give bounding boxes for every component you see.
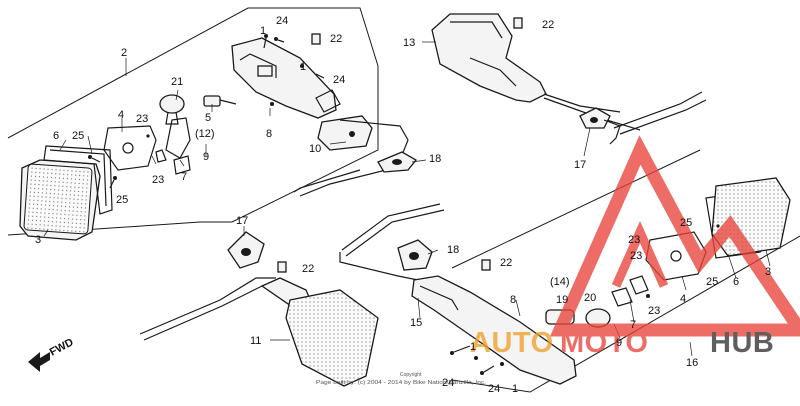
callout-7: 7 [630, 319, 636, 331]
callout-23: 23 [628, 234, 640, 246]
callout-15: 15 [410, 317, 422, 329]
callout-6: 6 [733, 276, 739, 288]
right-reflector-4b [645, 231, 707, 281]
callout-24: 24 [488, 383, 500, 395]
callout-25: 25 [116, 194, 128, 206]
callout-25: 25 [72, 130, 84, 142]
callout-18: 18 [447, 244, 459, 256]
screw-set-lower [450, 345, 504, 375]
copyright-note: Copyright Page built by: (c) 2004 - 2014… [316, 372, 486, 386]
callout-8: 8 [510, 294, 516, 306]
screw-set-upper [263, 33, 325, 79]
callout-3: 3 [765, 266, 771, 278]
watermark-moto: MOTO [560, 327, 648, 359]
callout-9: 9 [616, 337, 622, 349]
callout-22: 22 [330, 33, 342, 45]
callout-11: 11 [250, 335, 261, 347]
callout-8: 8 [266, 128, 272, 140]
callout-22: 22 [302, 263, 314, 275]
left-housing-8 [231, 37, 341, 119]
copyright-line-1: Copyright [400, 372, 422, 378]
callout-21: 21 [171, 76, 183, 88]
right-housing-15 [411, 275, 577, 385]
callout-24: 24 [442, 377, 454, 389]
callout-22: 22 [542, 19, 554, 31]
callout-12: (12) [195, 128, 215, 140]
callout-6: 6 [53, 130, 59, 142]
callout-23: 23 [136, 113, 148, 125]
callout-25: 25 [680, 217, 692, 229]
fwd-label: FWD [48, 336, 76, 358]
rubber-mount-18b [397, 239, 491, 271]
callout-10: 10 [309, 143, 321, 155]
callout-16: 16 [686, 357, 698, 369]
leader-lines [43, 41, 771, 357]
right-front-group-frame [451, 149, 800, 393]
callout-13: 13 [403, 37, 415, 49]
callout-18: 18 [429, 153, 441, 165]
callout-19: 19 [556, 294, 568, 306]
callout-24: 24 [333, 74, 345, 86]
left-front-group-frame [7, 7, 379, 236]
copyright-line-2: Page built by: (c) 2004 - 2014 by Bike N… [316, 380, 486, 386]
watermark-hub: HUB [710, 327, 774, 359]
left-lens-assembly [19, 94, 237, 241]
callout-23: 23 [648, 305, 660, 317]
left-rear-lens-11 [139, 277, 379, 387]
rubber-mount-17b [227, 231, 287, 273]
callout-numbers: 2 6 25 25 3 4 23 23 21 5 (12) 9 7 1 24 2… [35, 15, 771, 395]
callout-23: 23 [152, 174, 164, 186]
callout-17: 17 [574, 159, 586, 171]
callout-3: 3 [35, 234, 41, 246]
callout-1: 1 [470, 341, 476, 353]
left-stay-mount-10 [293, 115, 409, 197]
callout-20: 20 [584, 292, 596, 304]
callout-22: 22 [500, 257, 512, 269]
callout-1: 1 [260, 25, 266, 37]
callout-1: 1 [300, 61, 306, 73]
callout-9: 9 [203, 151, 209, 163]
callout-24: 24 [276, 15, 288, 27]
rubber-mount-18a [377, 151, 417, 173]
callout-17: 17 [236, 215, 248, 227]
automotohub-watermark: AUTO MOTO HUB [470, 135, 800, 359]
callout-1: 1 [512, 383, 518, 395]
callout-5: 5 [205, 112, 211, 124]
callout-2: 2 [121, 47, 127, 59]
callout-14: (14) [550, 276, 570, 288]
right-wire-harness [339, 203, 445, 285]
rubber-mount-17a [579, 107, 621, 145]
right-rear-housing-13 [431, 13, 707, 135]
forward-direction-indicator: FWD [28, 336, 76, 372]
watermark-auto: AUTO [470, 327, 554, 359]
callout-23: 23 [630, 250, 642, 262]
callout-4: 4 [118, 109, 124, 121]
callout-7: 7 [181, 171, 187, 183]
callout-25: 25 [706, 276, 718, 288]
callout-4: 4 [680, 293, 686, 305]
